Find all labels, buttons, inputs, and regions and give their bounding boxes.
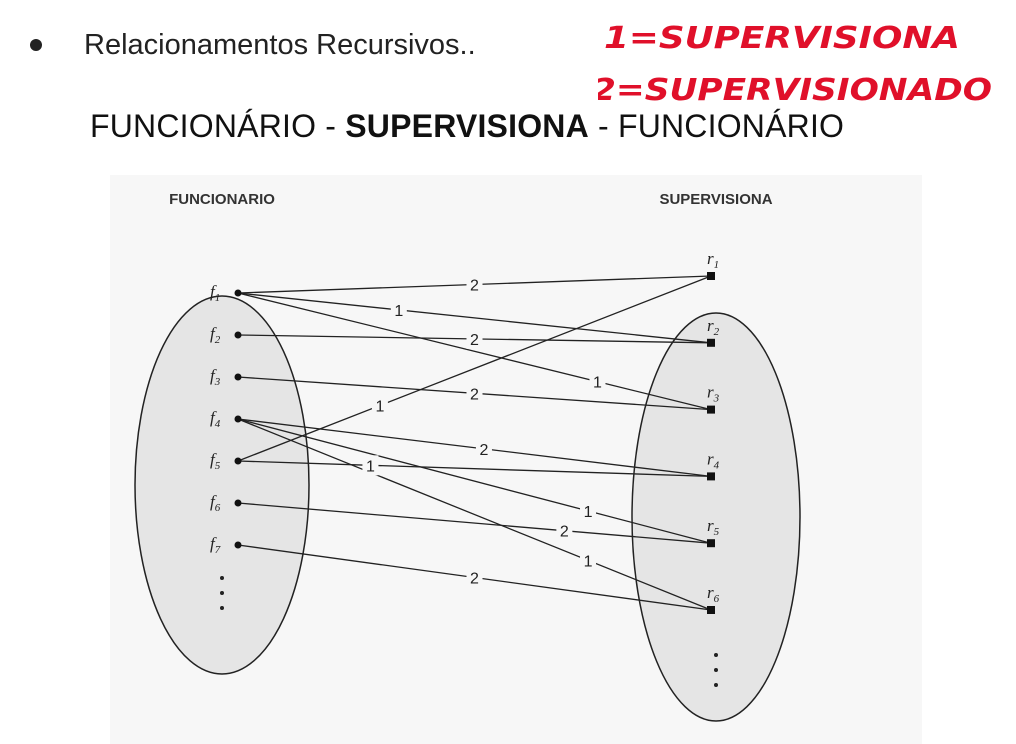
left-set-title: FUNCIONARIO	[169, 191, 275, 208]
relationship-title: FUNCIONÁRIO - SUPERVISIONA - FUNCIONÁRIO	[90, 108, 844, 145]
edge-role-label: 2	[480, 442, 489, 459]
node-label-f4: f4	[210, 408, 221, 430]
bullet-dot-icon	[30, 39, 42, 51]
edge-label-background	[589, 371, 606, 392]
edge-label-background	[580, 500, 597, 521]
edge-label-background	[466, 274, 483, 295]
edge-f6-r5	[237, 502, 712, 544]
left-ellipsis-icon	[220, 576, 224, 610]
edge-role-label: 1	[593, 375, 602, 392]
node-label-f7: f7	[210, 534, 221, 556]
edge-f1-r2	[237, 292, 712, 344]
node-f6	[234, 499, 242, 507]
edge-role-label: 2	[560, 524, 569, 541]
handwritten-annotations: 1=SUPERVISIONA 2=SUPERVISIONADO	[598, 21, 992, 108]
edge-role-label: 1	[366, 458, 375, 475]
edge-label-background	[466, 567, 483, 588]
edge-role-label: 1	[584, 504, 593, 521]
node-label-r5: r5	[707, 516, 720, 538]
node-label-r2: r2	[707, 316, 720, 338]
node-label-r6: r6	[707, 583, 720, 605]
edge-label-background	[371, 395, 388, 416]
relationship-left-entity: FUNCIONÁRIO -	[90, 108, 346, 144]
edge-role-label: 2	[470, 332, 479, 349]
node-f5	[234, 457, 242, 465]
node-f7	[234, 541, 242, 549]
annotation-line-1: 1=SUPERVISIONA	[604, 21, 960, 56]
edge-f5-r4	[237, 460, 712, 478]
relationship-name: SUPERVISIONA	[345, 108, 589, 144]
edge-role-label: 2	[470, 571, 479, 588]
node-f3	[234, 373, 242, 381]
node-label-f6: f6	[210, 492, 221, 514]
edge-f4-r6	[237, 418, 712, 611]
edge-role-label: 1	[375, 399, 384, 416]
node-r1	[707, 272, 715, 280]
node-layer: f1 f2 f3 f4 f5 f6 f7 r1 r2 r3 r4 r5 r6	[210, 249, 720, 614]
right-set-title: SUPERVISIONA	[659, 191, 772, 208]
edge-f4-r5	[237, 418, 712, 544]
annotation-line-2: 2=SUPERVISIONADO	[598, 73, 992, 108]
node-r2	[707, 338, 715, 347]
node-label-r1: r1	[707, 249, 719, 271]
node-f2	[234, 331, 242, 339]
node-label-f5: f5	[210, 450, 221, 472]
supervisiona-set-ellipse	[631, 312, 801, 722]
node-label-f2: f2	[210, 324, 221, 346]
edge-label-background	[556, 520, 573, 541]
bullet-text: Relacionamentos Recursivos..	[84, 28, 476, 61]
node-r4	[707, 472, 715, 481]
node-r6	[707, 606, 715, 614]
bullet-item: Relacionamentos Recursivos..	[30, 20, 476, 70]
node-label-r4: r4	[707, 449, 720, 471]
edge-label-background	[390, 299, 407, 320]
edge-label-background	[466, 328, 483, 349]
funcionario-set-ellipse	[134, 295, 310, 675]
edge-f1-r3	[237, 292, 712, 411]
edge-role-label: 2	[470, 278, 479, 295]
right-ellipsis-icon	[714, 653, 718, 687]
relationship-right-entity: - FUNCIONÁRIO	[588, 108, 845, 144]
edge-label-background	[362, 455, 379, 476]
edge-label-background	[466, 383, 483, 404]
edge-role-label: 1	[394, 303, 403, 320]
node-label-f1: f1	[210, 282, 220, 304]
edge-role-label: 2	[470, 386, 479, 403]
node-label-f3: f3	[210, 366, 221, 388]
node-r3	[707, 405, 715, 414]
node-f1	[234, 289, 242, 297]
edge-f5-r1	[237, 275, 712, 462]
node-r5	[707, 539, 715, 548]
edge-f4-r4	[237, 418, 712, 478]
node-f4	[234, 415, 242, 423]
edge-role-label: 1	[584, 553, 593, 570]
node-label-r3: r3	[707, 383, 720, 405]
edge-label-background	[580, 550, 597, 571]
edge-label-background	[475, 438, 492, 459]
